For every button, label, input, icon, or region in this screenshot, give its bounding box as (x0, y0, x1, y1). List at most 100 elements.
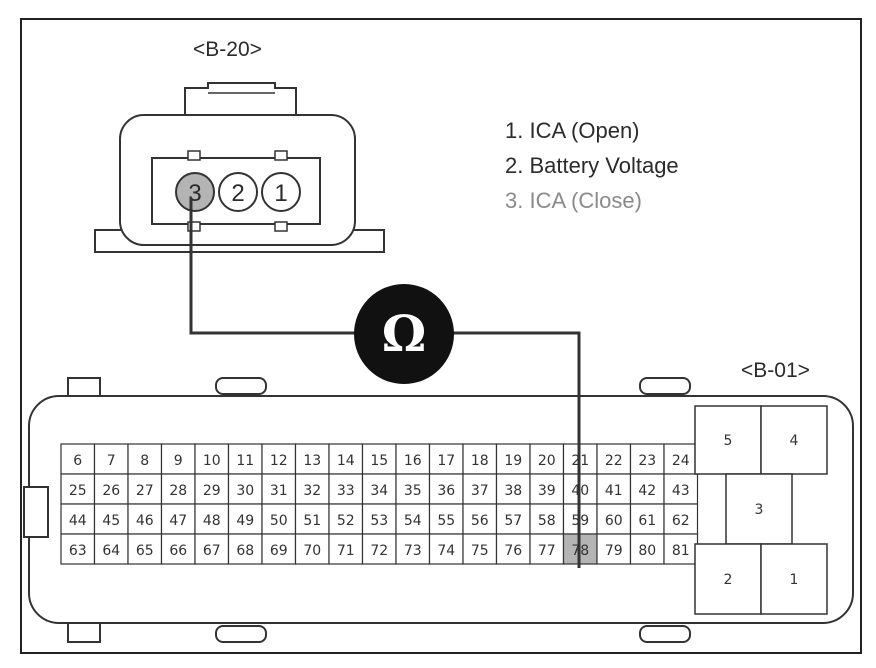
b01-pin-label: 20 (538, 453, 556, 469)
b01-power-block: 5 4 3 2 1 (694, 405, 828, 615)
b01-pin-label: 32 (303, 483, 321, 499)
b01-pin-label: 18 (471, 453, 489, 469)
b01-pin-label: 50 (270, 513, 288, 529)
b01-pin-label: 31 (270, 483, 288, 499)
b01-pin-cell (462, 533, 498, 565)
b01-pin-label: 34 (370, 483, 388, 499)
b01-pin-cell (495, 533, 531, 565)
b01-pin-label: 58 (538, 513, 556, 529)
b01-pin-label: 55 (437, 513, 455, 529)
b01-pin-cell (428, 533, 464, 565)
b01-pin-cell (294, 443, 330, 475)
b01-pin-label: 44 (69, 513, 87, 529)
b01-power-pin-label: 1 (790, 572, 799, 588)
b01-pin-cell (261, 503, 297, 535)
b01-pin-label: 30 (236, 483, 254, 499)
b01-pin-label: 72 (370, 543, 388, 559)
b01-power-pin-label: 5 (724, 433, 733, 449)
b01-pin-label: 81 (672, 543, 690, 559)
b01-pin-cell (60, 473, 96, 505)
b01-pin-label: 7 (107, 453, 116, 469)
b01-pin-label: 49 (236, 513, 254, 529)
b01-pin-cell (194, 443, 230, 475)
b01-pin-label: 54 (404, 513, 422, 529)
b01-pin-label: 52 (337, 513, 355, 529)
b01-pin-label: 64 (102, 543, 120, 559)
b01-pin-cell (60, 443, 96, 475)
b01-pin-label: 36 (437, 483, 455, 499)
b01-pin-cell (361, 533, 397, 565)
b01-pin-label: 14 (337, 453, 355, 469)
b01-pin-label: 80 (638, 543, 656, 559)
b01-pin-cell (495, 503, 531, 535)
b01-pin-label: 75 (471, 543, 489, 559)
legend-item-2: 2. Battery Voltage (505, 153, 679, 178)
b01-pin-label: 69 (270, 543, 288, 559)
b01-pin-label: 23 (638, 453, 656, 469)
b01-pin-label: 13 (303, 453, 321, 469)
b20-pin-1: 1 (261, 172, 301, 212)
b01-pin-label: 74 (437, 543, 455, 559)
b01-pin-label: 46 (136, 513, 154, 529)
b01-pin-cell (294, 533, 330, 565)
b01-pin-cell (328, 503, 364, 535)
b01-pin-cell (194, 503, 230, 535)
b01-pin-label: 73 (404, 543, 422, 559)
b01-pin-label: 43 (672, 483, 690, 499)
b01-pin-label: 77 (538, 543, 556, 559)
ohm-symbol: Ω (382, 304, 427, 363)
b01-title: <B-01> (741, 359, 810, 382)
ohmmeter: Ω (354, 284, 454, 384)
ohmmeter-probe-wire (189, 198, 581, 568)
b01-pin-cell (663, 473, 699, 505)
b01-pin-label: 68 (236, 543, 254, 559)
b01-pin-cell (596, 473, 632, 505)
b01-pin-label: 22 (605, 453, 623, 469)
b01-pin-label: 63 (69, 543, 87, 559)
b20-latch (184, 82, 297, 115)
b01-pin-cell (361, 443, 397, 475)
b01-pin-label: 39 (538, 483, 556, 499)
b01-pin-label: 10 (203, 453, 221, 469)
b01-pin-cell (529, 503, 565, 535)
b01-pin-label: 16 (404, 453, 422, 469)
b20-pin-label: 2 (231, 180, 244, 207)
b01-power-pin-label: 4 (790, 433, 799, 449)
b01-pin-label: 15 (370, 453, 388, 469)
b01-pin-label: 6 (73, 453, 82, 469)
b01-pin-label: 12 (270, 453, 288, 469)
b01-pin-label: 76 (504, 543, 522, 559)
b01-pin-label: 48 (203, 513, 221, 529)
b01-pin-cell (428, 443, 464, 475)
b01-pin-cell (60, 533, 96, 565)
b01-pin-label: 8 (140, 453, 149, 469)
b01-pin-label: 26 (102, 483, 120, 499)
b01-pin-label: 37 (471, 483, 489, 499)
b01-pin-cell (194, 473, 230, 505)
b01-pin-label: 70 (303, 543, 321, 559)
b01-pin-cell (93, 443, 129, 475)
b01-pin-cell (361, 503, 397, 535)
b01-pin-cell (629, 533, 665, 565)
b01-pin-cell (127, 503, 163, 535)
b01-pin-label: 38 (504, 483, 522, 499)
b01-pin-cell (462, 443, 498, 475)
b01-pin-cell (227, 503, 263, 535)
b01-power-pin-label: 3 (755, 502, 764, 518)
b01-pin-cell (529, 443, 565, 475)
legend-item-3: 3. ICA (Close) (505, 188, 642, 213)
b01-pin-cell (127, 533, 163, 565)
b01-power-pin-label: 2 (724, 572, 733, 588)
b01-pin-label: 65 (136, 543, 154, 559)
b01-pin-label: 67 (203, 543, 221, 559)
b01-pin-label: 42 (638, 483, 656, 499)
b01-pin-cell (395, 503, 431, 535)
b01-pin-cell (395, 533, 431, 565)
legend-item-1: 1. ICA (Open) (505, 118, 640, 143)
b01-pin-cell (227, 443, 263, 475)
b01-pin-label: 29 (203, 483, 221, 499)
b01-pin-cell (160, 473, 196, 505)
b01-pin-label: 47 (169, 513, 187, 529)
b01-pin-cell (127, 443, 163, 475)
